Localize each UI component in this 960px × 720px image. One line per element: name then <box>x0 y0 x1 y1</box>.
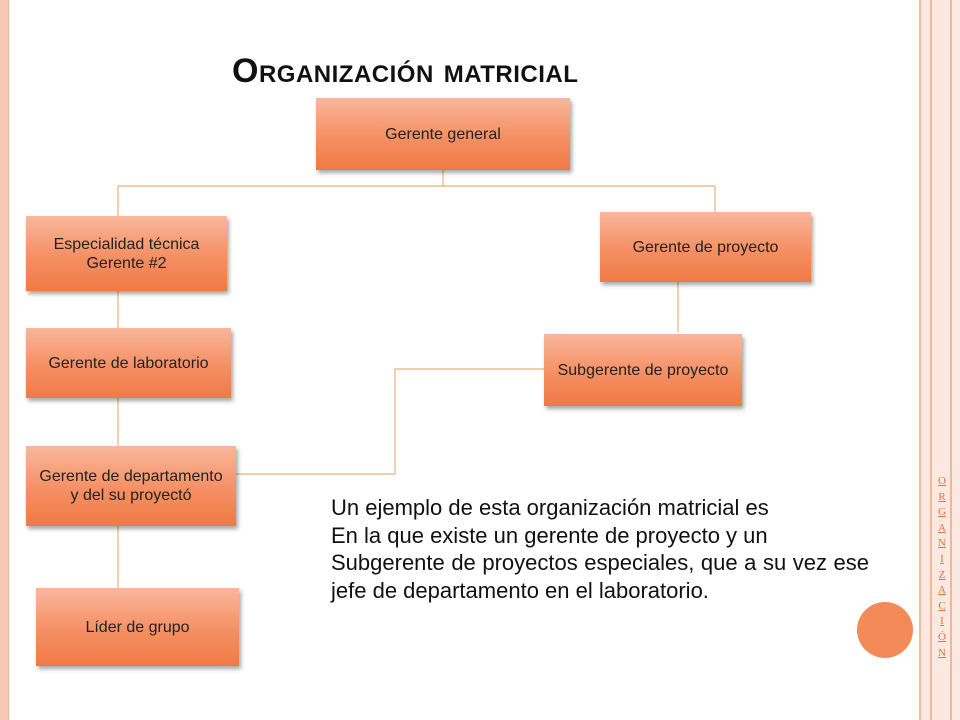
right-frame-border <box>919 0 960 720</box>
side-title-letter: Ó <box>938 630 946 643</box>
right-frame-stripe <box>930 0 932 720</box>
description-line: Subgerente de proyectos especiales, que … <box>331 550 869 603</box>
side-title-letter: I <box>940 615 944 628</box>
right-frame-stripe <box>950 0 952 720</box>
side-title-letter: A <box>938 584 946 597</box>
node-lab-manager: Gerente de laboratorio <box>26 328 231 398</box>
node-department-manager: Gerente de departamento y del su proyect… <box>26 446 236 526</box>
node-group-leader: Líder de grupo <box>36 588 239 666</box>
side-title-letter: R <box>938 490 946 503</box>
node-project-submanager: Subgerente de proyecto <box>544 334 742 406</box>
side-title-letter: G <box>938 506 946 519</box>
node-technical-specialty: Especialidad técnica Gerente #2 <box>26 216 227 291</box>
slide-title: Organización matricial <box>232 52 579 90</box>
side-title-letter: A <box>938 521 946 534</box>
side-title-letter: I <box>940 552 944 565</box>
side-title-letter: N <box>938 537 946 550</box>
description-line: Un ejemplo de esta organización matricia… <box>331 495 769 520</box>
description-line: En la que existe un gerente de proyecto … <box>331 522 768 548</box>
node-general-manager: Gerente general <box>316 98 570 170</box>
decorative-circle <box>857 602 913 658</box>
connector-department-to-submanager <box>236 368 544 475</box>
left-frame-border <box>0 0 9 720</box>
side-title-letter: Z <box>938 568 946 581</box>
description-text: Un ejemplo de esta organización matricia… <box>331 494 869 604</box>
node-project-manager: Gerente de proyecto <box>600 212 811 282</box>
side-title-letter: C <box>938 599 946 612</box>
side-title-letter: O <box>938 475 946 487</box>
side-title-letter: N <box>938 646 946 659</box>
